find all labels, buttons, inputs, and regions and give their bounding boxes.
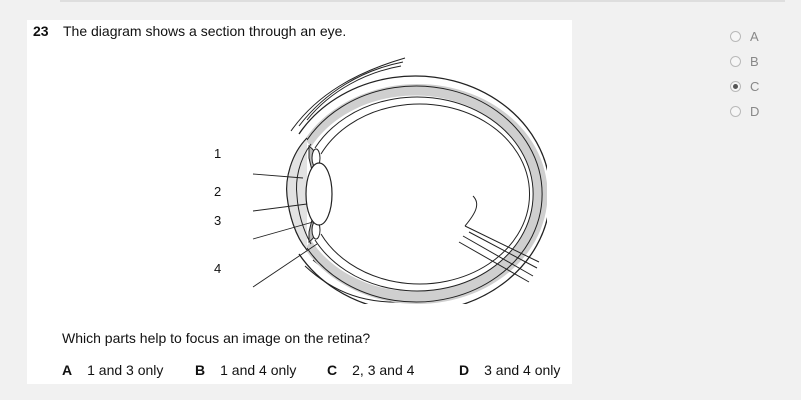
option-text: 3 and 4 only [484,362,561,378]
option-d: D 3 and 4 only [459,362,560,378]
radio-label-b[interactable]: B [750,54,759,69]
answer-choice-a[interactable]: A [730,24,759,49]
option-text: 1 and 3 only [87,362,164,378]
diagram-label-4: 4 [214,261,222,276]
option-text: 1 and 4 only [220,362,297,378]
option-b: B 1 and 4 only [195,362,327,378]
diagram-label-3: 3 [214,213,222,228]
radio-button-a[interactable] [730,31,741,42]
radio-label-d[interactable]: D [750,104,760,119]
option-letter: A [62,362,73,378]
question-stem: The diagram shows a section through an e… [63,23,347,39]
diagram-label-2: 2 [214,184,222,199]
top-divider [60,0,785,2]
answer-choice-d[interactable]: D [730,99,759,124]
answer-radio-group: A B C D [730,24,759,124]
radio-label-c[interactable]: C [750,79,760,94]
question-prompt: Which parts help to focus an image on th… [62,330,371,346]
option-letter: B [195,362,206,378]
diagram-label-1: 1 [214,146,222,161]
answer-choice-c[interactable]: C [730,74,759,99]
radio-button-c[interactable] [730,81,741,92]
option-text: 2, 3 and 4 [352,362,415,378]
radio-button-b[interactable] [730,56,741,67]
question-panel: 23 The diagram shows a section through a… [27,20,572,384]
option-c: C 2, 3 and 4 [327,362,459,378]
question-number: 23 [33,23,49,39]
option-letter: D [459,362,470,378]
options-row: A 1 and 3 only B 1 and 4 only C 2, 3 and… [62,362,560,378]
eye-diagram [252,57,547,304]
option-a: A 1 and 3 only [62,362,195,378]
radio-button-d[interactable] [730,106,741,117]
radio-label-a[interactable]: A [750,29,759,44]
answer-choice-b[interactable]: B [730,49,759,74]
option-letter: C [327,362,338,378]
